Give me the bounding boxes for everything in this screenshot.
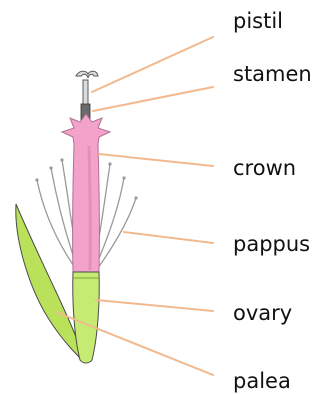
label-pistil: pistil <box>233 9 283 33</box>
crown-shading <box>89 146 90 270</box>
label-palea: palea <box>233 369 291 393</box>
leader-line-stamen <box>93 87 213 111</box>
label-crown: crown <box>233 156 296 180</box>
leader-line-crown <box>99 154 213 166</box>
label-ovary: ovary <box>233 301 292 325</box>
label-stamen: stamen <box>233 62 312 86</box>
label-pappus: pappus <box>233 232 310 256</box>
leader-line-ovary <box>96 300 213 311</box>
leader-line-pappus <box>124 232 213 243</box>
leader-line-pistil <box>92 37 213 92</box>
